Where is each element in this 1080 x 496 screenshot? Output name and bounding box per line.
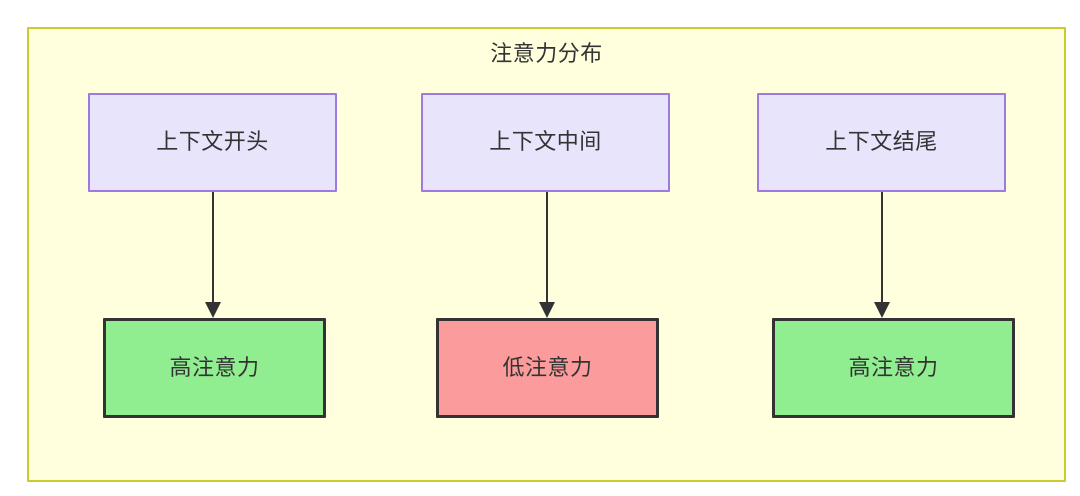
node-context-end-label: 上下文结尾 — [825, 129, 938, 155]
node-high-attention-start-label: 高注意力 — [169, 354, 260, 380]
node-context-middle-label: 上下文中间 — [489, 129, 602, 155]
node-low-attention-middle[interactable]: 低注意力 — [436, 318, 659, 418]
node-context-end[interactable]: 上下文结尾 — [757, 93, 1006, 192]
node-context-middle[interactable]: 上下文中间 — [421, 93, 670, 192]
node-context-start-label: 上下文开头 — [156, 129, 269, 155]
node-high-attention-end[interactable]: 高注意力 — [772, 318, 1015, 418]
subgraph-title: 注意力分布 — [490, 41, 603, 66]
node-low-attention-middle-label: 低注意力 — [502, 354, 593, 380]
node-high-attention-end-label: 高注意力 — [848, 354, 939, 380]
node-context-start[interactable]: 上下文开头 — [88, 93, 337, 192]
node-high-attention-start[interactable]: 高注意力 — [103, 318, 326, 418]
